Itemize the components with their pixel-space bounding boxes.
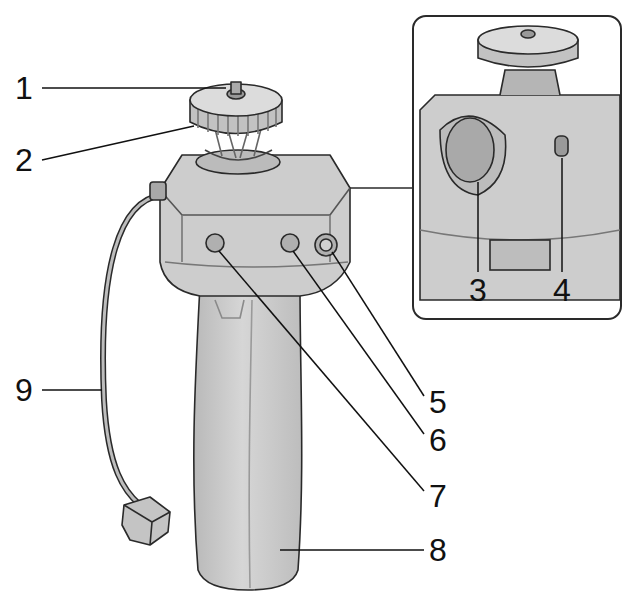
callout-number: 8 <box>429 534 447 566</box>
grip <box>103 82 350 590</box>
callout-number: 7 <box>429 480 447 512</box>
callout-number: 5 <box>429 386 447 418</box>
callout-number: 1 <box>15 72 33 104</box>
callout-number: 6 <box>429 424 447 456</box>
callout-number: 9 <box>15 374 33 406</box>
callout-number: 2 <box>15 144 33 176</box>
inset-frame <box>413 16 621 319</box>
detail-inset <box>413 16 621 319</box>
leader-lines <box>42 88 562 550</box>
callout-number: 4 <box>553 274 571 306</box>
callout-number: 3 <box>469 274 487 306</box>
